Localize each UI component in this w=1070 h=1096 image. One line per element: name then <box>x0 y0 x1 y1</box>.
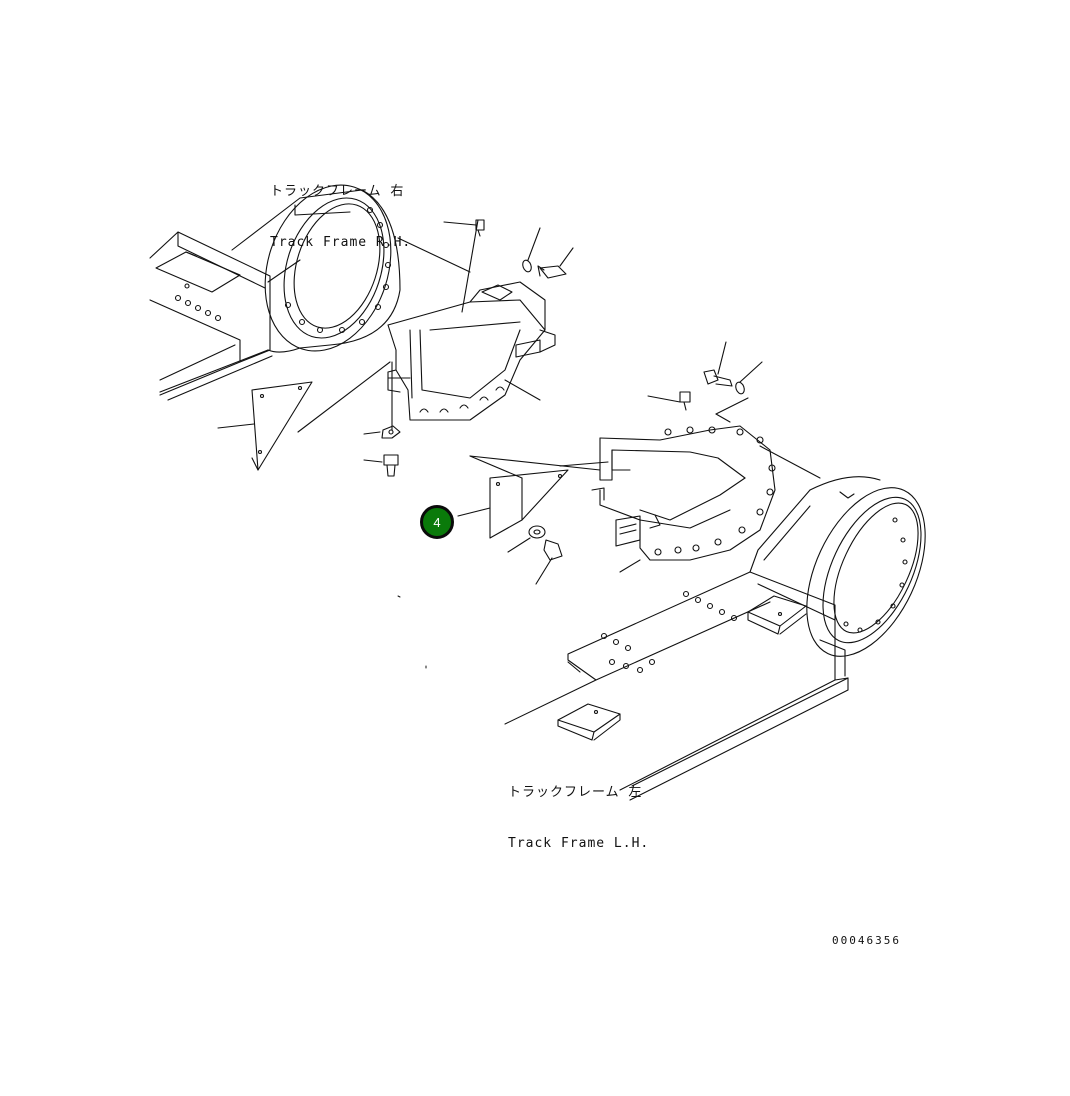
cover-lh-bolts <box>654 426 776 556</box>
drawing-number: 00046356 <box>832 934 901 947</box>
ring-rh-bolts <box>284 206 392 334</box>
label-track-frame-lh-jp: トラックフレーム 左 <box>508 785 643 800</box>
bolt-small-rh-top <box>443 219 485 237</box>
label-track-frame-lh-en: Track Frame L.H. <box>508 836 650 851</box>
plate-rh <box>217 381 313 471</box>
bolt-washer-lh <box>703 341 763 423</box>
label-track-frame-rh: トラックフレーム 右 Track Frame R.H. <box>270 149 411 285</box>
callout-part-4[interactable]: 4 <box>420 505 454 539</box>
cover-rh <box>297 219 556 433</box>
track-frame-lh <box>504 476 926 801</box>
label-track-frame-rh-jp: トラックフレーム 右 <box>270 184 405 199</box>
ring-lh-bolts <box>843 517 908 633</box>
bolt-small-lh-top <box>679 391 691 411</box>
bolt-washer-rh-lower <box>363 425 401 477</box>
bolt-washer-rh <box>522 227 574 279</box>
track-frame-rh <box>149 184 471 401</box>
label-track-frame-rh-en: Track Frame R.H. <box>270 235 412 250</box>
track-frame-rh-holes <box>174 283 222 322</box>
label-track-frame-lh: トラックフレーム 左 Track Frame L.H. <box>508 750 649 886</box>
plate-part-4 <box>457 455 601 585</box>
track-frame-lh-holes <box>600 590 738 674</box>
cover-lh <box>559 395 821 573</box>
